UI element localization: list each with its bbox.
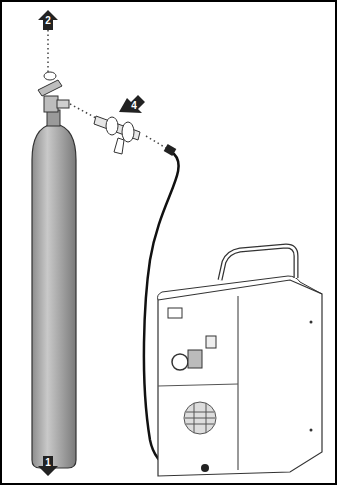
motion-line [146,136,166,148]
motion-line [47,30,49,72]
callout-number: 1 [41,456,55,470]
callout-arrow [119,95,145,113]
welding-machine [158,246,323,476]
callout-arrow [38,10,58,30]
callout-arrow [38,456,58,476]
regulator [94,116,140,154]
motion-line [70,104,96,118]
hose-fitting [164,144,177,156]
callout-number: 2 [41,14,55,28]
callout-number: 4 [127,99,141,113]
gas-cylinder [32,72,76,468]
